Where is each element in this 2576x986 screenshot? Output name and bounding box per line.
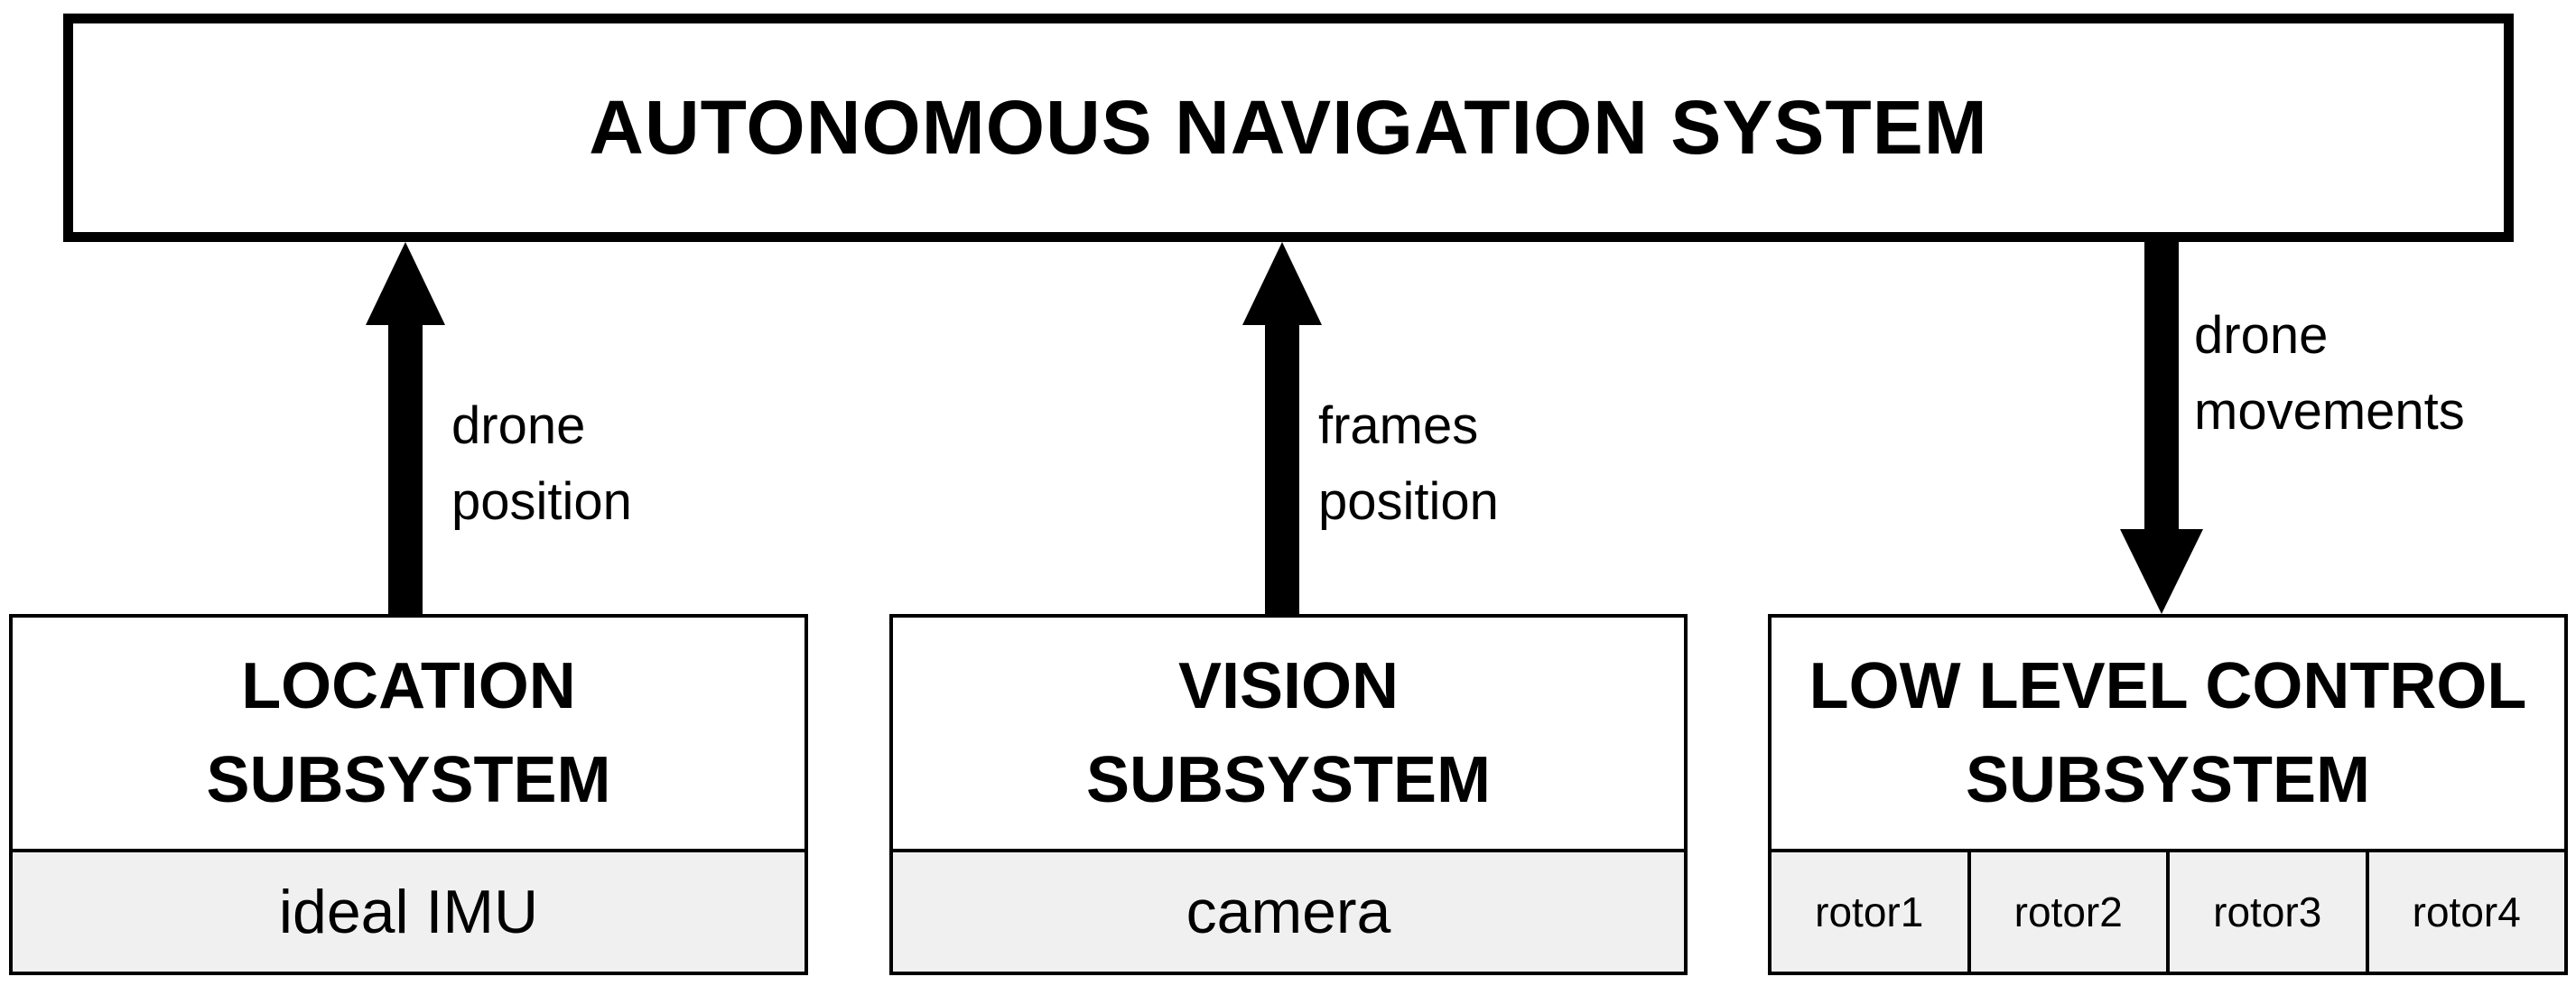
control-flow-label-line1: drone (2194, 306, 2329, 365)
control-subsystem-title: LOW LEVEL CONTROL SUBSYSTEM (1772, 618, 2564, 849)
imu-component-label: ideal IMU (278, 878, 539, 946)
nav-to-control-arrow (2120, 242, 2203, 614)
control-flow-label: drone movements (2194, 298, 2465, 450)
camera-component: camera (893, 849, 1684, 972)
control-subsystem-title-line1: LOW LEVEL CONTROL (1809, 650, 2527, 722)
rotor-cell: rotor3 (2166, 852, 2366, 972)
vision-to-nav-arrow (1242, 242, 1322, 614)
rotor-label: rotor4 (2412, 888, 2521, 935)
control-subsystem-title-line2: SUBSYSTEM (1965, 744, 2371, 816)
autonomous-navigation-system-box: AUTONOMOUS NAVIGATION SYSTEM (63, 14, 2514, 242)
camera-component-label: camera (1186, 878, 1391, 946)
vision-subsystem-box: VISION SUBSYSTEM camera (889, 614, 1688, 975)
rotor-label: rotor1 (1815, 888, 1924, 935)
vision-flow-label-line2: position (1318, 472, 1499, 531)
location-subsystem-title-line2: SUBSYSTEM (206, 744, 611, 816)
location-flow-label-line1: drone (451, 396, 586, 455)
location-subsystem-title: LOCATION SUBSYSTEM (13, 618, 804, 849)
imu-component: ideal IMU (13, 849, 804, 972)
control-flow-label-line2: movements (2194, 382, 2465, 441)
location-subsystem-title-line1: LOCATION (241, 650, 576, 722)
vision-subsystem-title-line1: VISION (1177, 650, 1400, 722)
control-subsystem-box: LOW LEVEL CONTROL SUBSYSTEM rotor1 rotor… (1768, 614, 2568, 975)
location-subsystem-box: LOCATION SUBSYSTEM ideal IMU (9, 614, 808, 975)
rotor-cell: rotor4 (2365, 852, 2564, 972)
location-flow-label-line2: position (451, 472, 632, 531)
location-flow-label: drone position (451, 388, 632, 540)
rotor-row: rotor1 rotor2 rotor3 rotor4 (1772, 849, 2564, 972)
autonomous-navigation-system-title: AUTONOMOUS NAVIGATION SYSTEM (589, 85, 1988, 170)
rotor-cell: rotor2 (1967, 852, 2166, 972)
rotor-label: rotor2 (2013, 888, 2123, 935)
location-to-nav-arrow (366, 242, 445, 614)
vision-flow-label: frames position (1318, 388, 1499, 540)
vision-flow-label-line1: frames (1318, 396, 1479, 455)
rotor-cell: rotor1 (1772, 852, 1967, 972)
rotor-label: rotor3 (2213, 888, 2322, 935)
vision-subsystem-title-line2: SUBSYSTEM (1085, 744, 1492, 816)
vision-subsystem-title: VISION SUBSYSTEM (893, 618, 1684, 849)
